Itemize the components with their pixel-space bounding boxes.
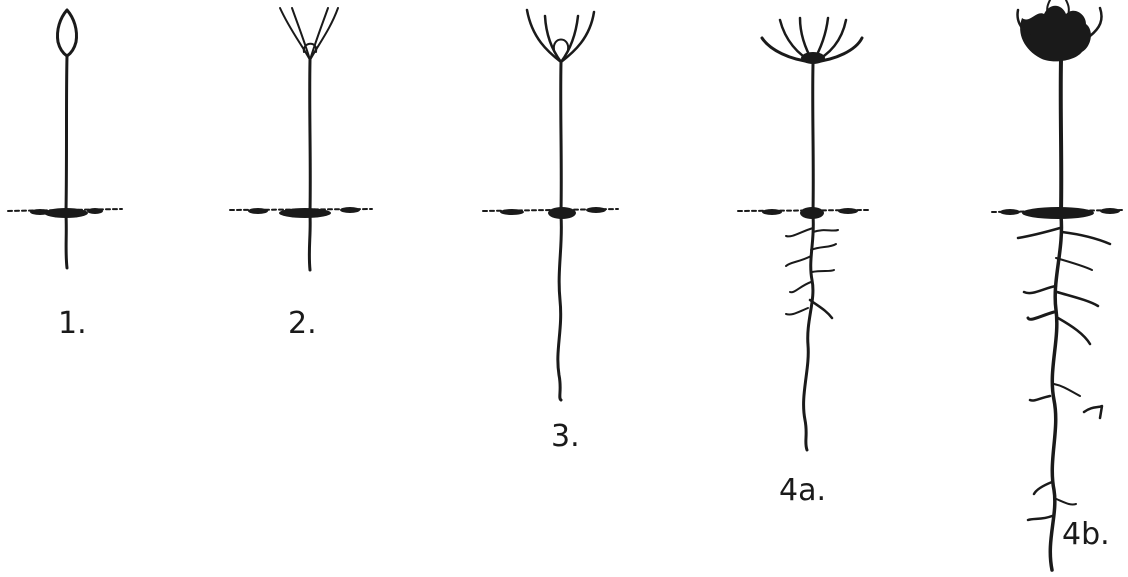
seedling-stage-4a: 4a. (738, 18, 868, 508)
dense-leaf-crown (1018, 0, 1102, 61)
branched-root (786, 216, 838, 450)
stage-label-1: 1. (58, 306, 87, 341)
seedling-stage-3: 3. (483, 10, 618, 454)
soil-line (992, 207, 1124, 219)
leaf-rosette (762, 18, 862, 64)
seedling-stage-2: 2. (230, 8, 372, 341)
soil-line (483, 207, 618, 219)
stage-label-3: 3. (551, 419, 580, 454)
stem (310, 60, 311, 212)
root (309, 215, 310, 270)
stage-label-4b: 4b. (1062, 517, 1110, 552)
seed-bud (57, 10, 76, 56)
stem (66, 56, 67, 212)
unfolding-leaves (280, 8, 338, 60)
stem (813, 64, 814, 212)
stem (1061, 60, 1062, 212)
stage-label-4a: 4a. (779, 473, 826, 508)
soil-line (230, 207, 372, 218)
stem (561, 62, 562, 212)
leaf-cluster (527, 10, 594, 62)
soil-line (738, 207, 868, 219)
seedling-stage-4b: 4b. (992, 0, 1124, 570)
stage-label-2: 2. (288, 306, 317, 341)
root (558, 216, 562, 400)
seedling-stage-1: 1. (8, 10, 122, 341)
root (66, 215, 67, 268)
